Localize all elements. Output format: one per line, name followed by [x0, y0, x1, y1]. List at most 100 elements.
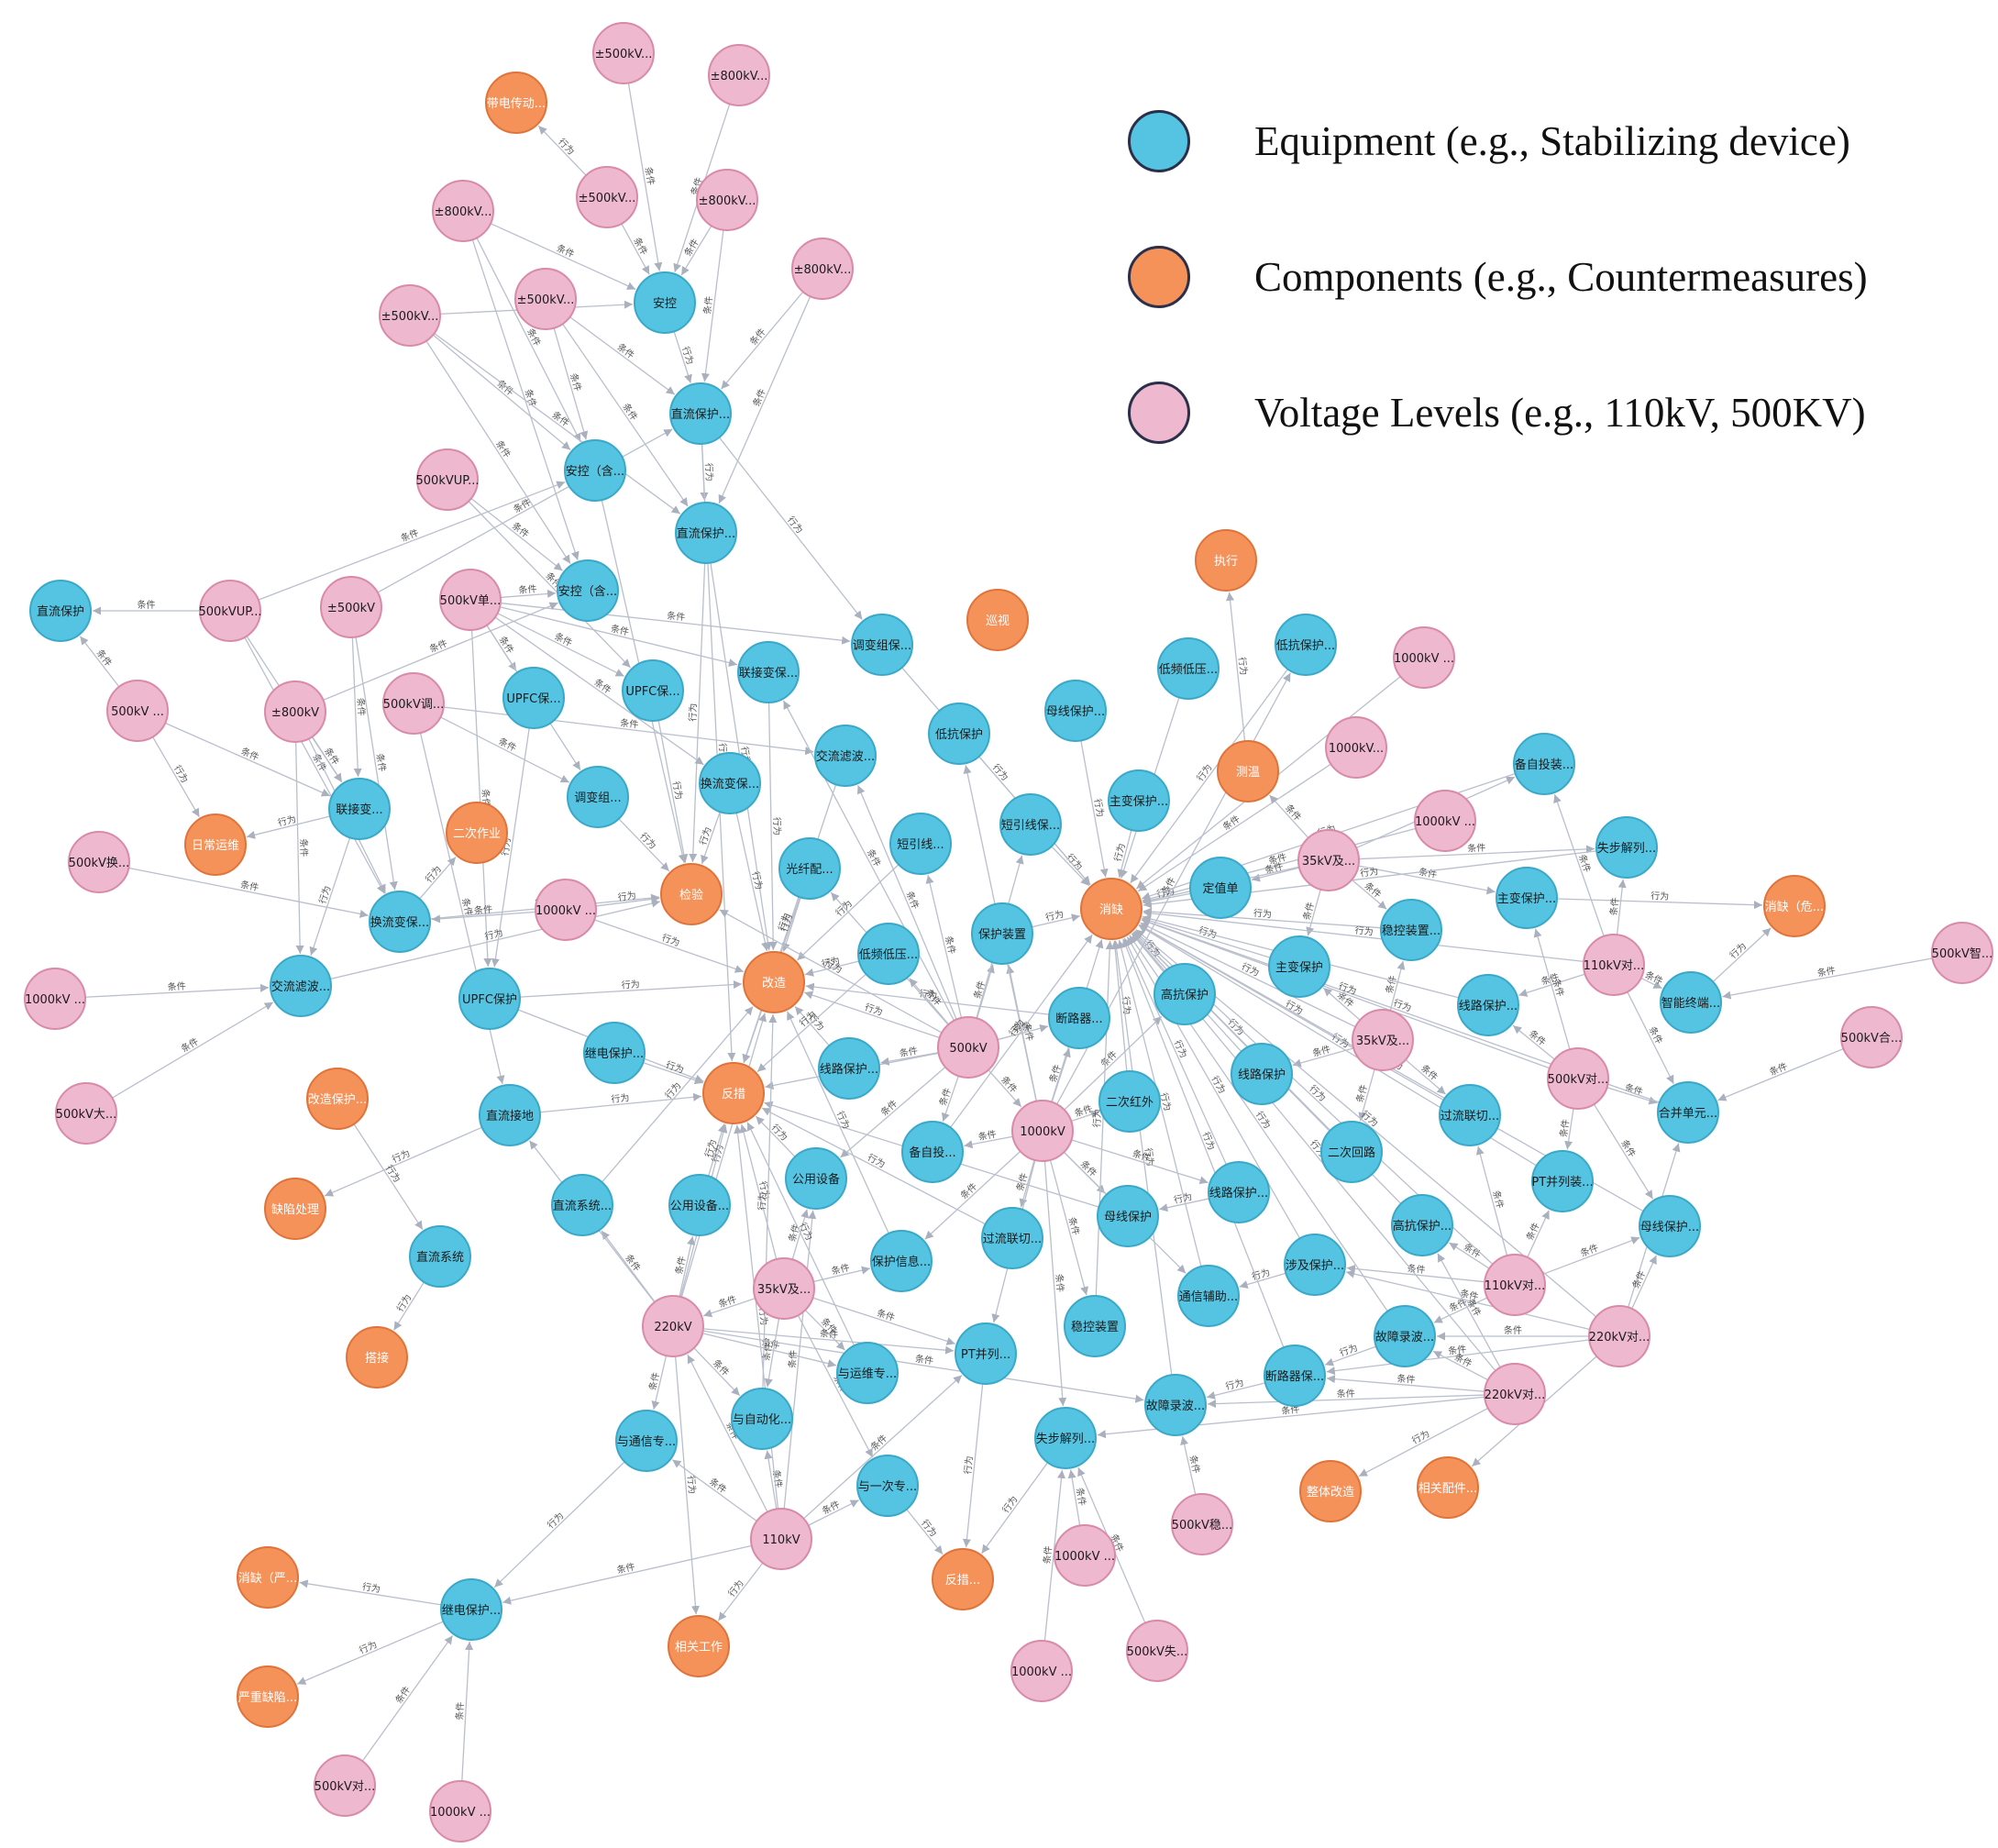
- component-node-c8[interactable]: 消缺: [1080, 878, 1143, 940]
- component-node-c15[interactable]: 整体改造: [1299, 1460, 1362, 1522]
- equipment-node-e28[interactable]: 稳控装置...: [1380, 899, 1442, 961]
- node-circle[interactable]: [870, 1230, 933, 1292]
- component-node-c12[interactable]: 反措: [702, 1062, 765, 1124]
- node-circle[interactable]: [1195, 529, 1257, 592]
- node-circle[interactable]: [557, 559, 619, 622]
- equipment-node-e38[interactable]: 继电保护...: [583, 1022, 646, 1084]
- node-circle[interactable]: [429, 1780, 491, 1842]
- voltage-node-v32[interactable]: 110kV对...: [1484, 1254, 1546, 1316]
- node-circle[interactable]: [1840, 1006, 1903, 1068]
- node-circle[interactable]: [1171, 1493, 1233, 1555]
- node-circle[interactable]: [1284, 1234, 1346, 1296]
- node-circle[interactable]: [1097, 1185, 1159, 1247]
- node-circle[interactable]: [857, 923, 920, 985]
- node-circle[interactable]: [750, 1508, 812, 1570]
- voltage-node-v2[interactable]: ±800kV...: [708, 44, 770, 106]
- node-circle[interactable]: [955, 1322, 1017, 1385]
- component-node-c19[interactable]: 相关工作: [668, 1615, 730, 1677]
- node-circle[interactable]: [1297, 829, 1360, 891]
- node-circle[interactable]: [1011, 1100, 1074, 1162]
- node-circle[interactable]: [270, 955, 332, 1017]
- voltage-node-v35[interactable]: 220kV对...: [1484, 1363, 1546, 1425]
- node-circle[interactable]: [1417, 1456, 1479, 1519]
- equipment-node-e15[interactable]: 交流滤波...: [814, 725, 877, 787]
- node-circle[interactable]: [29, 580, 92, 642]
- node-circle[interactable]: [702, 1062, 765, 1124]
- voltage-node-v9[interactable]: 500kVUP...: [416, 448, 480, 511]
- node-circle[interactable]: [1231, 1043, 1293, 1105]
- node-circle[interactable]: [1639, 1195, 1701, 1257]
- node-circle[interactable]: [932, 1548, 994, 1610]
- node-circle[interactable]: [1098, 1070, 1161, 1133]
- equipment-node-e51[interactable]: 公用设备...: [668, 1174, 731, 1236]
- node-circle[interactable]: [1531, 1150, 1594, 1212]
- equipment-node-e36[interactable]: 断路器...: [1048, 987, 1110, 1049]
- voltage-node-v40[interactable]: 1000kV ...: [1010, 1640, 1073, 1702]
- node-circle[interactable]: [1268, 935, 1330, 998]
- voltage-node-v30[interactable]: 1000kV: [1011, 1100, 1074, 1162]
- node-circle[interactable]: [642, 1295, 704, 1357]
- node-circle[interactable]: [199, 580, 261, 642]
- equipment-node-e48[interactable]: 公用设备: [785, 1147, 847, 1210]
- node-circle[interactable]: [669, 382, 732, 445]
- node-circle[interactable]: [818, 1037, 880, 1100]
- equipment-node-e65[interactable]: 故障录波...: [1144, 1374, 1207, 1436]
- node-circle[interactable]: [314, 1754, 376, 1817]
- equipment-node-e21[interactable]: 短引线保...: [999, 793, 1062, 856]
- node-circle[interactable]: [856, 1455, 919, 1517]
- node-circle[interactable]: [416, 448, 479, 511]
- node-circle[interactable]: [535, 879, 597, 941]
- equipment-node-e67[interactable]: 与通信专...: [615, 1410, 678, 1472]
- voltage-node-v6[interactable]: ±800kV...: [791, 238, 854, 300]
- node-circle[interactable]: [1391, 1194, 1453, 1256]
- node-circle[interactable]: [1763, 875, 1826, 937]
- node-circle[interactable]: [928, 703, 990, 765]
- node-circle[interactable]: [785, 1147, 847, 1210]
- node-circle[interactable]: [264, 1178, 326, 1240]
- equipment-node-e16[interactable]: 备自投装...: [1513, 733, 1575, 795]
- node-circle[interactable]: [1484, 1254, 1546, 1316]
- node-circle[interactable]: [1044, 680, 1107, 742]
- node-circle[interactable]: [1144, 1374, 1207, 1436]
- node-circle[interactable]: [485, 72, 547, 134]
- equipment-node-e50[interactable]: 直流系统...: [551, 1174, 613, 1236]
- node-circle[interactable]: [668, 1174, 731, 1236]
- equipment-node-e52[interactable]: 母线保护: [1097, 1185, 1159, 1247]
- node-circle[interactable]: [458, 968, 521, 1030]
- node-circle[interactable]: [743, 951, 805, 1013]
- equipment-node-e31[interactable]: 交流滤波...: [270, 955, 332, 1017]
- component-node-c6[interactable]: 日常运维: [184, 813, 247, 876]
- node-circle[interactable]: [328, 778, 391, 840]
- voltage-node-v10[interactable]: 500kVUP...: [199, 580, 262, 642]
- component-node-c17[interactable]: 反措...: [932, 1548, 994, 1610]
- node-circle[interactable]: [814, 725, 877, 787]
- node-circle[interactable]: [999, 793, 1062, 856]
- node-circle[interactable]: [1064, 1295, 1126, 1357]
- voltage-node-v27[interactable]: 35kV及...: [1352, 1009, 1414, 1071]
- equipment-node-e10[interactable]: 联接变保...: [737, 641, 800, 703]
- node-circle[interactable]: [479, 1084, 541, 1146]
- node-circle[interactable]: [1374, 1305, 1436, 1367]
- node-circle[interactable]: [791, 238, 854, 300]
- voltage-node-v11[interactable]: ±500kV: [320, 576, 382, 638]
- equipment-node-e29[interactable]: 保护装置: [971, 902, 1033, 965]
- component-node-c14[interactable]: 搭接: [346, 1326, 408, 1389]
- equipment-node-e9[interactable]: 低频低压...: [1157, 637, 1220, 700]
- node-circle[interactable]: [966, 589, 1029, 651]
- equipment-node-e66[interactable]: 与自动化...: [731, 1388, 793, 1450]
- node-circle[interactable]: [502, 667, 565, 729]
- equipment-node-e47[interactable]: PT并列装...: [1531, 1150, 1594, 1212]
- equipment-node-e39[interactable]: 线路保护...: [818, 1037, 880, 1100]
- equipment-node-e62[interactable]: PT并列...: [955, 1322, 1017, 1385]
- node-circle[interactable]: [237, 1665, 299, 1728]
- node-circle[interactable]: [409, 1225, 471, 1288]
- node-circle[interactable]: [576, 166, 638, 228]
- equipment-node-e3[interactable]: 安控（含...: [564, 439, 626, 502]
- node-circle[interactable]: [1189, 857, 1252, 919]
- equipment-node-e69[interactable]: 与一次专...: [856, 1455, 919, 1517]
- node-circle[interactable]: [1439, 1084, 1501, 1146]
- component-node-c1[interactable]: 带电传动...: [485, 72, 547, 134]
- node-circle[interactable]: [1325, 716, 1387, 779]
- voltage-node-v5[interactable]: ±800kV...: [432, 180, 494, 242]
- node-circle[interactable]: [660, 863, 723, 925]
